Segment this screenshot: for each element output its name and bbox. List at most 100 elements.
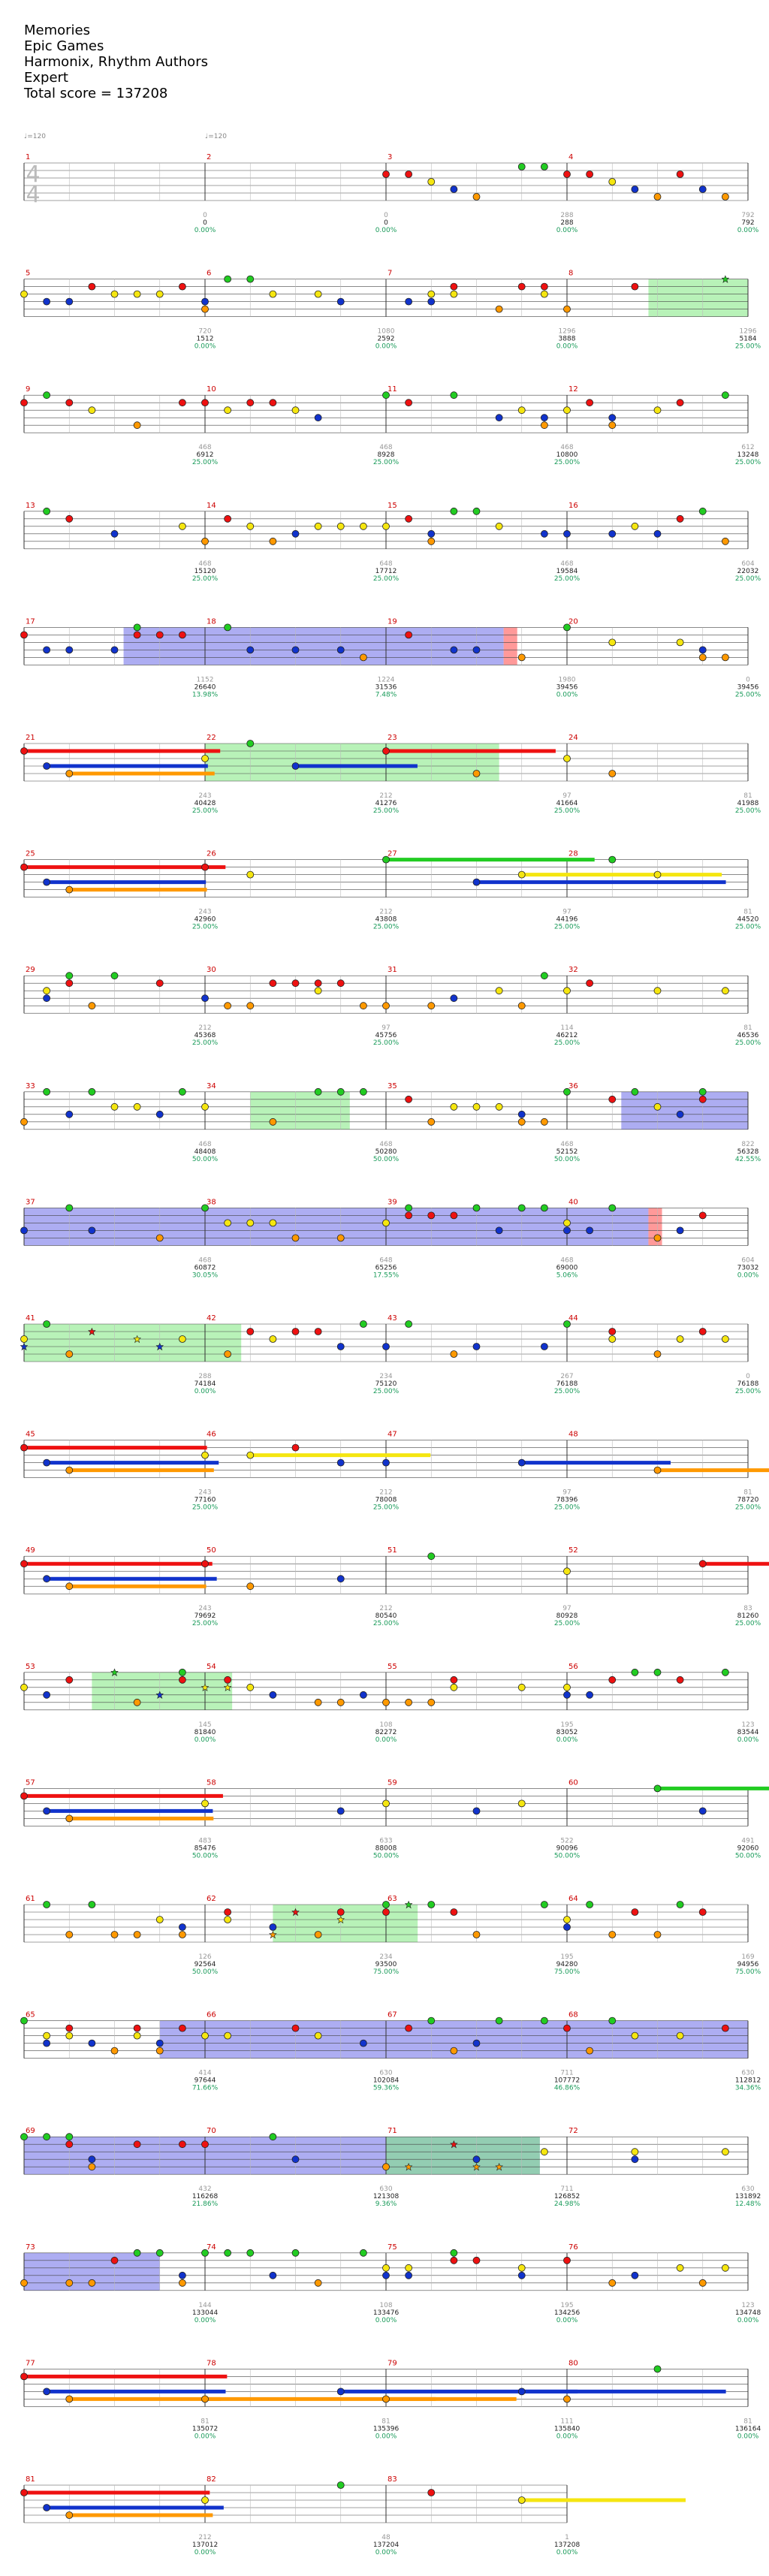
measure-note-score: 81 [201,2418,209,2425]
measure-note-score: 604 [741,1256,754,1264]
overdrive-percent: 50.00% [554,1156,581,1163]
measure-note-score: 288 [560,212,573,219]
green-note [472,1204,481,1212]
red-note [178,2140,186,2149]
cumulative-score: 133476 [373,2309,400,2317]
red-note [586,979,594,988]
overdrive-percent: 75.00% [735,1968,761,1976]
overdrive-percent: 25.00% [554,1620,581,1627]
red-note [133,631,141,639]
red-note [178,282,186,291]
green-note [495,2016,503,2025]
yellow-note [721,2148,729,2156]
overdrive-percent: 25.00% [554,575,581,583]
red-note [450,1908,458,1916]
measure-number: 7 [388,270,392,278]
green-note [133,2249,141,2257]
red-note [698,1211,707,1220]
measure-note-score: 604 [741,560,754,568]
overdrive-percent: 25.00% [373,807,400,815]
orange-note [246,1002,255,1010]
green-star-note [721,275,730,283]
measure-note-score: 792 [741,212,754,219]
red-note [721,2024,729,2032]
yellow-note [631,2148,639,2156]
red-note [382,1908,390,1916]
orange-note [201,537,209,545]
red-note [65,399,74,407]
overdrive-percent: 25.00% [373,459,400,466]
chart-authors: Harmonix, Rhythm Authors [24,54,208,70]
red-note [246,399,255,407]
yellow-note [517,2496,526,2504]
overdrive-percent: 0.00% [375,343,397,351]
measure-note-score: 234 [379,1373,392,1380]
measure-note-score: 243 [198,792,211,800]
green-note [20,2016,28,2025]
measure-note-score: 83 [743,1605,752,1612]
yellow-note [540,290,548,298]
measure-note-score: 648 [379,560,392,568]
orange-note [653,193,662,201]
measure-note-score: 195 [560,1953,573,1961]
blue-note [43,2039,51,2047]
measure-note-score: 81 [743,1024,752,1032]
measure-number: 23 [388,734,397,742]
blue-note [155,1110,164,1118]
cumulative-score: 83052 [556,1729,578,1736]
measure-number: 30 [207,966,216,974]
yellow-note [201,1451,209,1459]
measure-number: 29 [26,966,35,974]
orange-note [336,1698,345,1706]
green-note [110,972,119,980]
cumulative-score: 85476 [195,1845,216,1852]
overdrive-percent: 17.55% [373,1271,400,1279]
yellow-note [721,987,729,995]
blue-note [43,2387,51,2396]
blue-note [563,529,571,538]
cumulative-score: 1512 [197,336,214,343]
green-note [698,1087,707,1096]
yellow-note [563,987,571,995]
green-note [246,2249,255,2257]
measure-note-score: 822 [741,1141,754,1148]
cumulative-score: 126852 [554,2193,580,2200]
red-note [698,1560,707,1568]
orange-note [359,653,367,662]
blue-star-note [155,1691,164,1700]
measure-number: 8 [568,270,573,278]
blue-note [495,1226,503,1235]
green-note [540,2016,548,2025]
blue-note [178,2271,186,2279]
cumulative-score: 22032 [737,568,759,575]
blue-note [336,1343,345,1350]
cumulative-score: 31536 [375,683,397,691]
difficulty-label: Expert [24,70,68,86]
measure-number: 73 [26,2243,35,2252]
measure-number: 6 [207,270,211,278]
red-note [269,399,277,407]
measure-note-score: 111 [560,2418,573,2425]
measure-number: 61 [26,1895,35,1903]
measure-note-score: 720 [198,328,211,336]
blue-note [336,1807,345,1815]
red-star-note [88,1327,96,1336]
blue-star-note [20,1342,29,1351]
overdrive-percent: 42.55% [735,1156,761,1163]
measure-note-score: 630 [379,2070,392,2077]
orange-note [586,2047,594,2055]
green-note [43,1901,51,1908]
measure-note-score: 97 [562,792,571,800]
blue-note [336,1458,345,1467]
red-note [178,1676,186,1684]
blue-note [405,2271,413,2279]
overdrive-percent: 25.00% [192,1039,219,1047]
measure-note-score: 81 [743,1489,752,1497]
cumulative-score: 17712 [375,568,397,575]
measure-number: 80 [568,2359,578,2367]
blue-note [269,1691,277,1699]
blue-note [586,1226,594,1235]
red-note [563,170,571,178]
red-note [65,1676,74,1684]
blue-note [427,529,436,538]
